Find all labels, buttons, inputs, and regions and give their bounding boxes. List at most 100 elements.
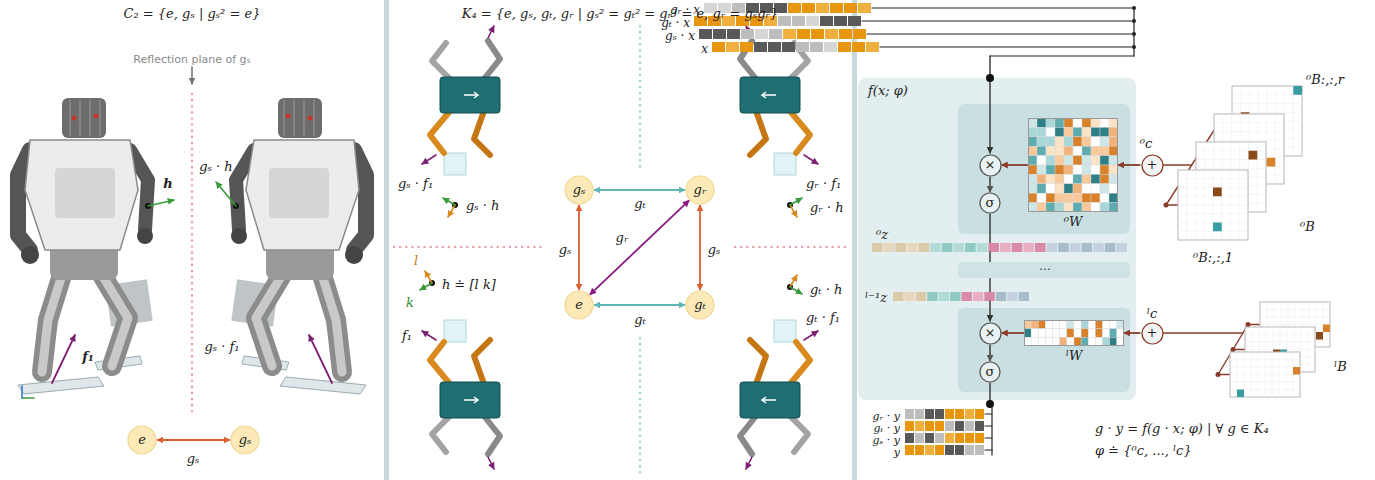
matrix-heatmap xyxy=(1028,118,1118,212)
momentum-vector xyxy=(790,275,797,287)
robot-leg xyxy=(750,111,766,155)
matrix-cell xyxy=(1082,203,1091,212)
vector-cell xyxy=(713,29,726,39)
wire-junction xyxy=(986,74,994,82)
matrix-cell xyxy=(1091,203,1100,212)
matrix-cell xyxy=(1103,337,1110,346)
matrix-cell xyxy=(1046,165,1055,174)
connector xyxy=(989,177,991,193)
matrix-cell xyxy=(1082,184,1091,193)
group-element: e xyxy=(127,425,157,455)
matrix-cell xyxy=(1091,127,1100,136)
label-holder: gₛ · y xyxy=(873,429,900,448)
vector-cell xyxy=(778,16,791,26)
matrix-cell xyxy=(1091,165,1100,174)
vector-cell xyxy=(852,42,865,52)
edge-label-holder: gᵣ xyxy=(615,227,630,246)
ellipsis-bar: ⋯ xyxy=(958,262,1130,278)
layer-wire xyxy=(989,276,990,292)
axis-line xyxy=(22,397,34,399)
vector-cell xyxy=(953,243,964,252)
vector-cell xyxy=(955,433,964,443)
matrix-cell xyxy=(1046,193,1055,202)
matrix-cell xyxy=(1082,174,1091,183)
node-label: ⁰W xyxy=(1064,214,1083,229)
vector-cell xyxy=(872,243,883,252)
edge-label-holder: gₛ xyxy=(558,239,573,258)
reflection-plane xyxy=(639,338,642,476)
heading-arrow xyxy=(762,397,776,403)
math-label: gᵣ · x xyxy=(670,4,700,16)
vector-cell xyxy=(916,292,926,301)
sheet-grid xyxy=(1196,168,1266,169)
vector-cell xyxy=(945,445,954,455)
output-wire xyxy=(985,413,992,414)
matrix-cell xyxy=(1038,329,1045,338)
edge-label-holder: gₜ xyxy=(633,193,647,212)
matrix-cell xyxy=(1117,320,1124,329)
force-vector xyxy=(746,457,752,469)
robot-leg xyxy=(750,340,766,384)
math-label: h xyxy=(163,177,172,192)
vector-cell xyxy=(727,29,740,39)
robot-leg xyxy=(474,340,490,384)
connector xyxy=(594,189,685,191)
edge-label-holder: gₜ xyxy=(633,309,647,328)
vector-cell xyxy=(965,421,974,431)
circle-shape xyxy=(980,155,1001,176)
matrix-cell xyxy=(1046,184,1055,193)
matrix-cell xyxy=(1037,203,1046,212)
matrix-cell xyxy=(1037,165,1046,174)
math-label: f₁ xyxy=(82,350,93,365)
robot-chest xyxy=(55,168,115,218)
vector-cell xyxy=(915,421,924,431)
circle-shape xyxy=(980,193,1000,213)
matrix-cell xyxy=(1100,184,1109,193)
label-holder: Reflection plane of gₛ xyxy=(133,48,250,67)
vector-cell xyxy=(1000,243,1011,252)
force-vector xyxy=(52,335,75,383)
matrix-cell xyxy=(1082,156,1091,165)
momentum-vector xyxy=(790,287,802,294)
output-wire xyxy=(985,437,992,438)
label-holder: ˡc xyxy=(1147,303,1157,322)
output-vector xyxy=(905,433,984,443)
matrix-cell xyxy=(1103,329,1110,338)
matrix-cell xyxy=(1055,193,1064,202)
vector-cell xyxy=(802,3,815,13)
label-holder: gₜ · y xyxy=(874,417,900,436)
label-holder: h ≐ [l k] xyxy=(442,274,496,293)
matrix-cell xyxy=(1100,146,1109,155)
matrix-cell xyxy=(1053,329,1060,338)
math-label: gₜ · y xyxy=(874,423,900,434)
momentum-vector xyxy=(148,200,174,206)
heading-arrow xyxy=(464,397,478,403)
sheet-entry xyxy=(1316,332,1323,340)
head-cage xyxy=(314,100,315,136)
vector-cell xyxy=(782,42,795,52)
sheet-entry xyxy=(1237,390,1244,398)
momentum-vector xyxy=(443,198,455,205)
vector-cell xyxy=(975,445,984,455)
sheet-entry xyxy=(1293,367,1300,375)
node-label: gₛ xyxy=(573,183,586,198)
foot-plate xyxy=(18,377,104,394)
axis-line xyxy=(21,386,23,398)
robot-leg xyxy=(430,111,450,153)
reflection-plane xyxy=(735,246,849,249)
network-box: f(x; φ)×σ⁰W⋯×σˡW xyxy=(858,78,1136,400)
robot-torso xyxy=(246,140,359,250)
vector-cell xyxy=(965,243,976,252)
coefficient-dot xyxy=(1164,203,1169,208)
head-cage xyxy=(80,100,81,136)
vector-cell xyxy=(792,16,805,26)
matrix-cell xyxy=(1055,127,1064,136)
vector-cell xyxy=(884,243,895,252)
matrix-cell xyxy=(1095,320,1102,329)
head-cage xyxy=(70,100,71,136)
robot-eye xyxy=(308,116,313,121)
label-holder: gᵣ · x xyxy=(670,0,700,18)
label-holder: ˡB xyxy=(1334,356,1347,375)
robot-hand xyxy=(137,228,153,244)
matrix-cell xyxy=(1031,320,1038,329)
